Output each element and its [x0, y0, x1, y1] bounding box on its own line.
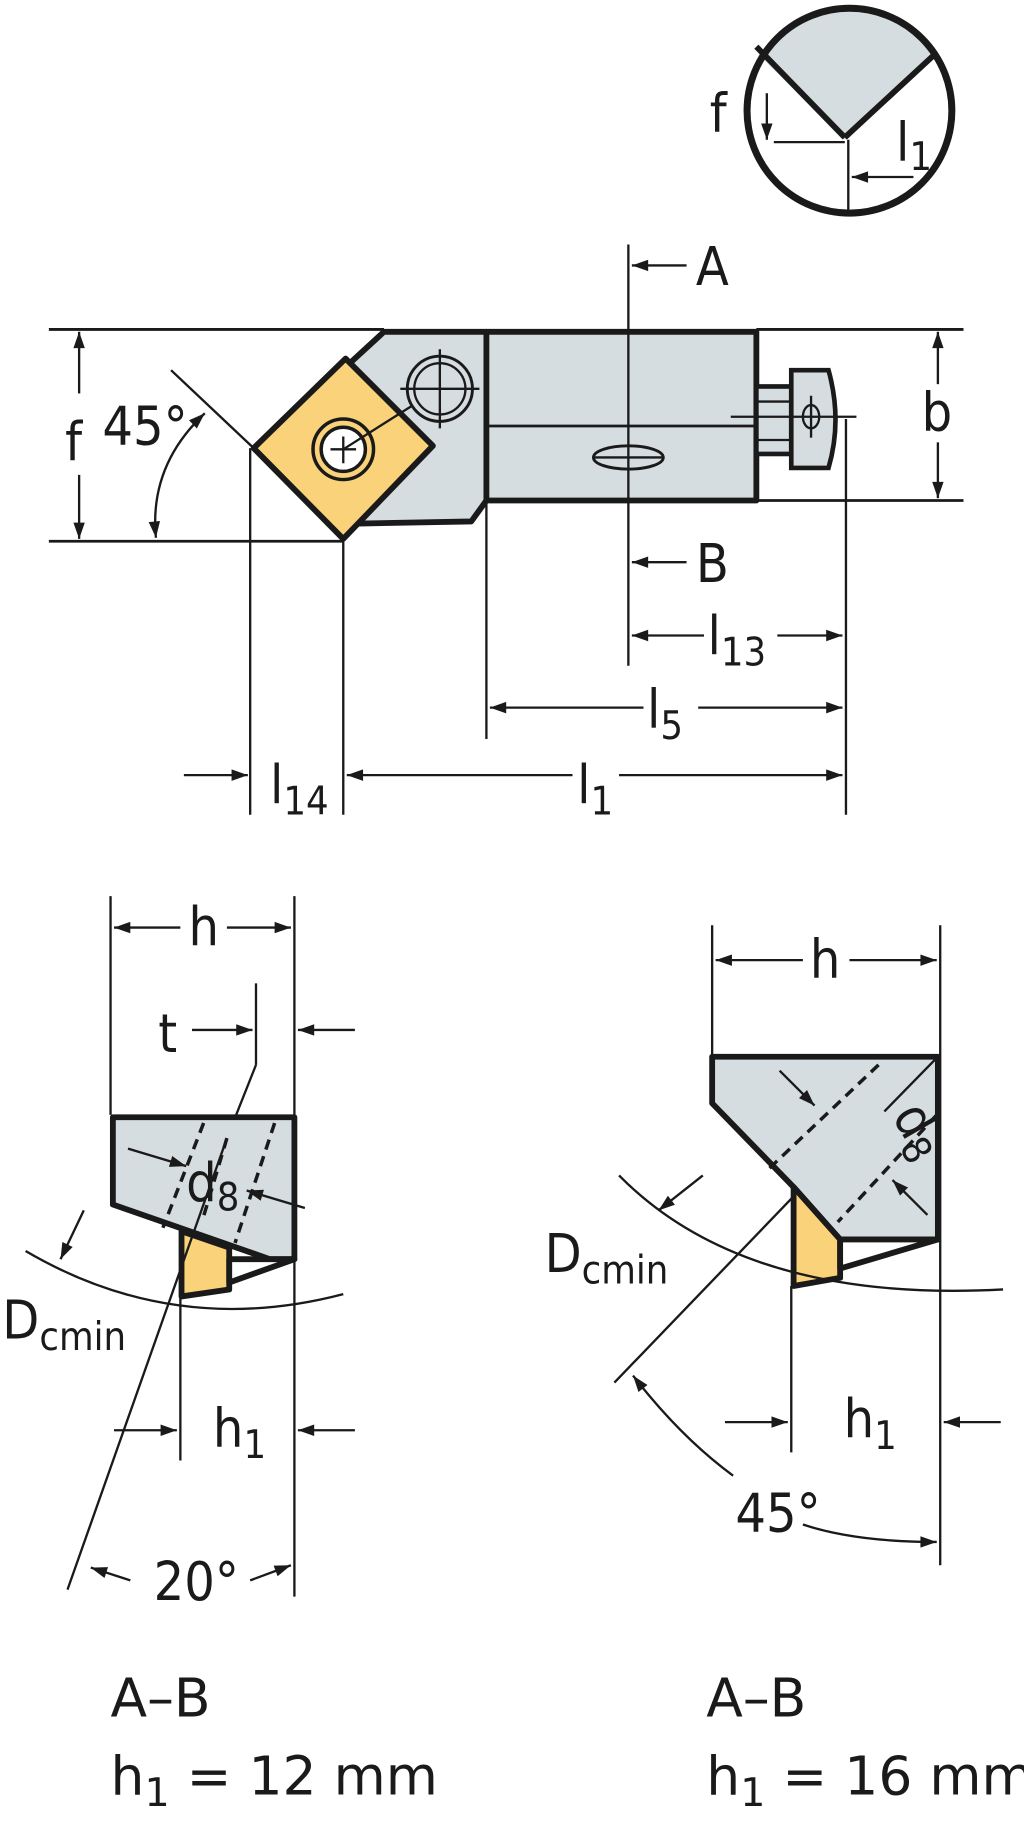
section-view-right: h d8 Dcmin h1 45° A–B h1 = 16 mm — [545, 925, 1024, 1816]
right-d8-arrow-top — [778, 1069, 816, 1107]
lead-angle-reference-line — [170, 369, 255, 449]
detail-edge-right — [842, 50, 939, 140]
right-section-insert — [790, 1184, 844, 1289]
left-d8-arrow-right — [246, 1189, 306, 1210]
right-h-label: h — [810, 928, 841, 991]
right-d8-centerline — [883, 1058, 937, 1113]
right-dcmin-arc — [618, 1174, 1004, 1292]
clamp-screw-icon — [400, 349, 480, 429]
left-angle-label: 20° — [154, 1550, 239, 1613]
detail-circle — [743, 4, 956, 217]
left-caption-section: A–B — [111, 1667, 211, 1730]
l13-label: l13 — [707, 604, 766, 676]
right-dcmin-arrow — [657, 1174, 704, 1212]
lead-angle-arc — [148, 412, 206, 538]
section-b-label: B — [696, 532, 729, 595]
left-angle-arrow-right — [249, 1564, 292, 1582]
left-section-clamp — [226, 1256, 298, 1286]
side-view: 45° f b A B l13 l5 l14 l1 — [48, 235, 964, 825]
right-caption-h1: h1 = 16 mm — [706, 1744, 1024, 1816]
right-caption-section: A–B — [706, 1667, 806, 1730]
left-20deg-line — [66, 1137, 229, 1591]
left-dcmin-arrow — [59, 1209, 85, 1260]
l5-label: l5 — [647, 677, 683, 749]
detail-view: f l1 — [710, 4, 956, 217]
l14-label: l14 — [270, 753, 329, 825]
b-label: b — [922, 381, 953, 444]
insert-screw-icon — [311, 404, 414, 482]
l1-label: l1 — [577, 753, 613, 825]
right-d8-hole-edge-2 — [836, 1113, 939, 1224]
section-a-label: A — [696, 235, 729, 298]
left-d8-arrow-left — [127, 1147, 187, 1168]
right-section-clamp — [837, 1236, 941, 1272]
left-h-label: h — [189, 895, 220, 958]
section-view-left: h t d8 Dcmin h1 20° A–B — [2, 895, 438, 1816]
right-d8-hole-edge-1 — [766, 1063, 880, 1171]
right-h1-label: h1 — [844, 1387, 897, 1459]
left-d8-hole-edge-2 — [233, 1122, 277, 1244]
right-d8-arrow-bottom — [891, 1179, 929, 1216]
left-h1-label: h1 — [213, 1397, 266, 1469]
right-angle-arc-lower — [802, 1523, 937, 1548]
left-d8-hole-edge-1 — [161, 1122, 206, 1229]
tool-shank — [483, 328, 760, 504]
left-angle-arrow-left — [90, 1566, 131, 1582]
adjusting-screw-icon — [730, 367, 857, 471]
detail-f-label: f — [710, 82, 728, 145]
right-dcmin-label: Dcmin — [545, 1222, 669, 1294]
right-45deg-line — [613, 1195, 795, 1384]
left-d8-centerline — [201, 1137, 229, 1217]
left-caption-h1: h1 = 12 mm — [111, 1744, 438, 1816]
right-angle-arc-upper — [632, 1374, 734, 1477]
right-angle-label: 45° — [735, 1481, 820, 1544]
f-label: f — [65, 410, 83, 473]
lead-angle-label: 45° — [102, 395, 187, 458]
left-t-label: t — [158, 1002, 177, 1065]
detail-edge-left — [754, 44, 847, 140]
detail-l1-label: l1 — [896, 111, 932, 180]
left-dcmin-label: Dcmin — [2, 1288, 126, 1360]
